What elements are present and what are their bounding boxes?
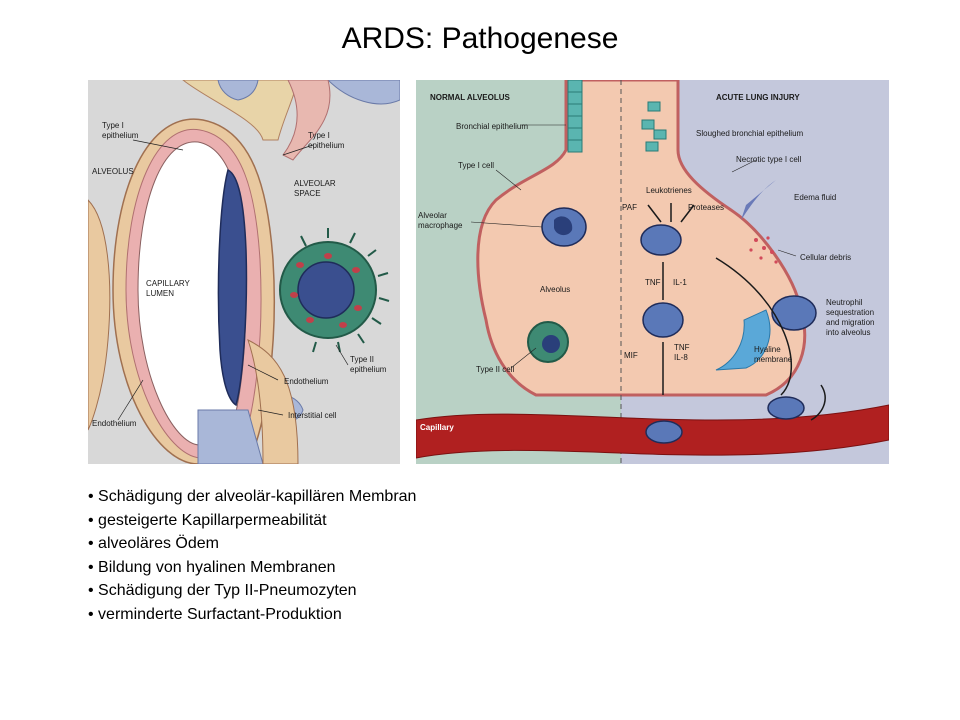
alveolus-histology-svg: Type I epithelium ALVEOLUS Type I epithe… — [88, 80, 400, 464]
label-sloughed-epithelium: Sloughed bronchial epithelium — [696, 129, 804, 138]
alveolar-macrophage — [541, 207, 587, 247]
neutrophils — [640, 224, 817, 444]
bullet-item: Bildung von hyalinen Membranen — [88, 556, 416, 580]
label-neutrophil-3: and migration — [826, 318, 874, 327]
label-endothelium-a: Endothelium — [284, 377, 329, 386]
label-type1-epithelium-b: Type I — [308, 131, 330, 140]
erythrocyte — [217, 168, 248, 407]
bullet-list: Schädigung der alveolär-kapillären Membr… — [88, 485, 416, 626]
label-alveolus: ALVEOLUS — [92, 167, 134, 176]
right-pink-band — [282, 80, 331, 161]
signal-arrows — [647, 203, 826, 421]
sloughed-cells — [641, 101, 667, 152]
label-type2-epithelium-2: epithelium — [350, 365, 387, 374]
label-neutrophil-4: into alveolus — [826, 328, 870, 337]
bullet-item: alveoläres Ödem — [88, 532, 416, 556]
label-il8: IL-8 — [674, 353, 688, 362]
lung-injury-diagram: NORMAL ALVEOLUS ACUTE LUNG INJURY Bronch… — [416, 80, 889, 464]
label-hyaline-2: membrane — [754, 355, 793, 364]
leader-lines — [117, 139, 349, 421]
right-leader-lines — [470, 124, 797, 369]
label-tnf: TNF — [645, 278, 661, 287]
label-type1-epithelium-a: Type I — [102, 121, 124, 130]
label-type2-cell: Type II cell — [476, 365, 514, 374]
label-acute-lung-injury: ACUTE LUNG INJURY — [716, 93, 800, 102]
upper-blue-cell — [217, 80, 259, 101]
lamellar-bodies — [290, 253, 362, 328]
label-neutrophil-2: sequestration — [826, 308, 874, 317]
label-neutrophil-1: Neutrophil — [826, 298, 863, 307]
label-edema-fluid: Edema fluid — [794, 193, 836, 202]
label-type2-epithelium: Type II — [350, 355, 374, 364]
label-interstitial-cell: Interstitial cell — [288, 411, 337, 420]
bullet-item: gesteigerte Kapillarpermeabilität — [88, 509, 416, 533]
type2-cell — [279, 228, 390, 353]
bullet-item: Schädigung der alveolär-kapillären Membr… — [88, 485, 416, 509]
left-wall-band — [88, 199, 111, 431]
label-endothelium-b: Endothelium — [92, 419, 137, 428]
microvilli — [300, 228, 390, 353]
label-cellular-debris: Cellular debris — [800, 253, 851, 262]
label-alveolar-space: ALVEOLAR — [294, 179, 336, 188]
label-tnf-2: TNF — [674, 343, 690, 352]
label-il1: IL-1 — [673, 278, 687, 287]
label-proteases: Proteases — [688, 203, 724, 212]
label-capillary: Capillary — [420, 423, 454, 432]
label-macrophage-2: macrophage — [418, 221, 463, 230]
bottom-cell — [197, 409, 264, 464]
label-macrophage: Alveolar — [418, 211, 447, 220]
label-mif: MIF — [624, 351, 638, 360]
label-alveolar-space-2: SPACE — [294, 189, 321, 198]
label-type1-cell: Type I cell — [458, 161, 494, 170]
label-leukotrienes: Leukotrienes — [646, 186, 692, 195]
bronchial-epithelium-cells — [567, 80, 583, 153]
label-necrotic-cell: Necrotic type I cell — [736, 155, 802, 164]
alveolus-histology-diagram: Type I epithelium ALVEOLUS Type I epithe… — [88, 80, 400, 464]
label-paf: PAF — [622, 203, 637, 212]
label-type1-epithelium-a-2: epithelium — [102, 131, 139, 140]
type2-cell-right — [527, 321, 569, 363]
label-hyaline: Hyaline — [754, 345, 781, 354]
label-alveolus-right: Alveolus — [540, 285, 570, 294]
upper-membrane — [182, 80, 299, 141]
label-capillary-lumen: CAPILLARY — [146, 279, 191, 288]
bullet-item: Schädigung der Typ II-Pneumozyten — [88, 579, 416, 603]
label-capillary-lumen-2: LUMEN — [146, 289, 174, 298]
hyaline-membrane — [715, 309, 771, 371]
bullet-item: verminderte Surfactant-Produktion — [88, 603, 416, 627]
slide-title: ARDS: Pathogenese — [341, 22, 619, 55]
right-top-cell — [327, 80, 400, 105]
cellular-debris — [749, 236, 778, 264]
lung-injury-svg: NORMAL ALVEOLUS ACUTE LUNG INJURY Bronch… — [416, 80, 889, 464]
label-bronchial-epithelium: Bronchial epithelium — [456, 122, 528, 131]
label-type1-epithelium-b-2: epithelium — [308, 141, 345, 150]
label-normal-alveolus: NORMAL ALVEOLUS — [430, 93, 511, 102]
